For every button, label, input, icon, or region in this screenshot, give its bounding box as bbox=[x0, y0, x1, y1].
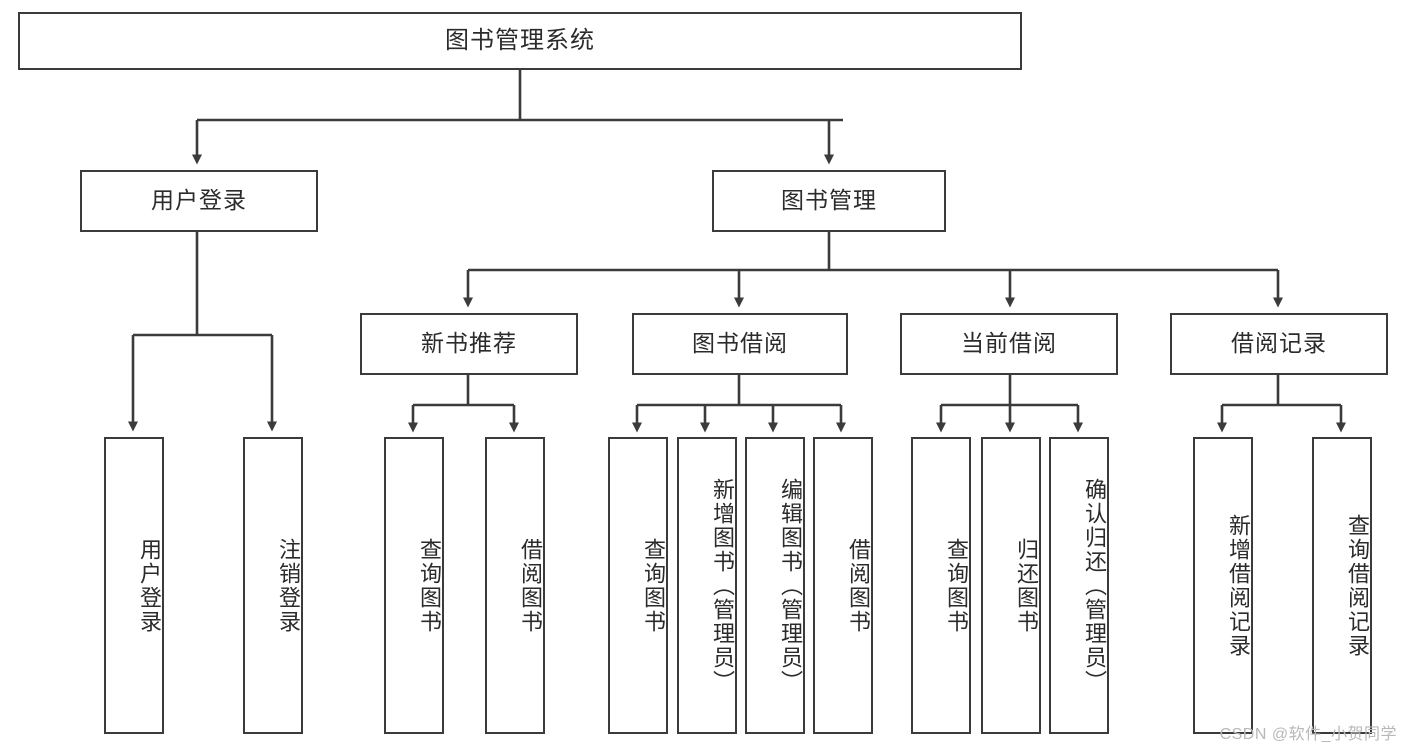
node-label: 借阅记录 bbox=[1231, 330, 1327, 357]
node-borrow-record[interactable]: 借阅记录 bbox=[1170, 313, 1388, 375]
node-label: 确认归还（管理员） bbox=[1082, 477, 1107, 694]
node-user-login[interactable]: 用户登录 bbox=[80, 170, 318, 232]
node-label: 查询图书 bbox=[641, 537, 666, 634]
leaf-return-book[interactable]: 归还图书 bbox=[981, 437, 1041, 734]
node-label: 查询图书 bbox=[944, 537, 969, 634]
leaf-borrow-book-recommend[interactable]: 借阅图书 bbox=[485, 437, 545, 734]
node-label: 编辑图书（管理员） bbox=[778, 477, 803, 694]
node-label: 用户登录 bbox=[151, 187, 247, 214]
watermark: CSDN @软件_小贺同学 bbox=[1219, 726, 1397, 743]
leaf-borrow-book[interactable]: 借阅图书 bbox=[813, 437, 873, 734]
leaf-confirm-return[interactable]: 确认归还（管理员） bbox=[1049, 437, 1109, 734]
node-label: 用户登录 bbox=[137, 537, 162, 634]
node-label: 借阅图书 bbox=[846, 537, 871, 634]
leaf-add-book[interactable]: 新增图书（管理员） bbox=[677, 437, 737, 734]
leaf-logout[interactable]: 注销登录 bbox=[243, 437, 303, 734]
node-label: 归还图书 bbox=[1014, 537, 1039, 634]
node-label: 借阅图书 bbox=[518, 537, 543, 634]
leaf-query-book-current[interactable]: 查询图书 bbox=[911, 437, 971, 734]
node-book-borrow[interactable]: 图书借阅 bbox=[632, 313, 848, 375]
leaf-add-borrow-record[interactable]: 新增借阅记录 bbox=[1193, 437, 1253, 734]
node-label: 图书借阅 bbox=[692, 330, 788, 357]
node-book-management[interactable]: 图书管理 bbox=[712, 170, 946, 232]
node-root-book-management-system[interactable]: 图书管理系统 bbox=[18, 12, 1022, 70]
leaf-query-book-recommend[interactable]: 查询图书 bbox=[384, 437, 444, 734]
node-label: 图书管理 bbox=[781, 187, 877, 214]
node-current-borrow[interactable]: 当前借阅 bbox=[900, 313, 1118, 375]
leaf-query-book-borrow[interactable]: 查询图书 bbox=[608, 437, 668, 734]
node-label: 查询借阅记录 bbox=[1345, 513, 1370, 658]
node-label: 新增借阅记录 bbox=[1226, 513, 1251, 658]
node-label: 查询图书 bbox=[417, 537, 442, 634]
node-label: 图书管理系统 bbox=[445, 26, 595, 54]
node-label: 新增图书（管理员） bbox=[710, 477, 735, 694]
leaf-query-borrow-record[interactable]: 查询借阅记录 bbox=[1312, 437, 1372, 734]
node-label: 新书推荐 bbox=[421, 330, 517, 357]
leaf-edit-book[interactable]: 编辑图书（管理员） bbox=[745, 437, 805, 734]
node-new-book-recommend[interactable]: 新书推荐 bbox=[360, 313, 578, 375]
node-label: 当前借阅 bbox=[961, 330, 1057, 357]
node-label: 注销登录 bbox=[276, 537, 301, 634]
leaf-user-login[interactable]: 用户登录 bbox=[104, 437, 164, 734]
